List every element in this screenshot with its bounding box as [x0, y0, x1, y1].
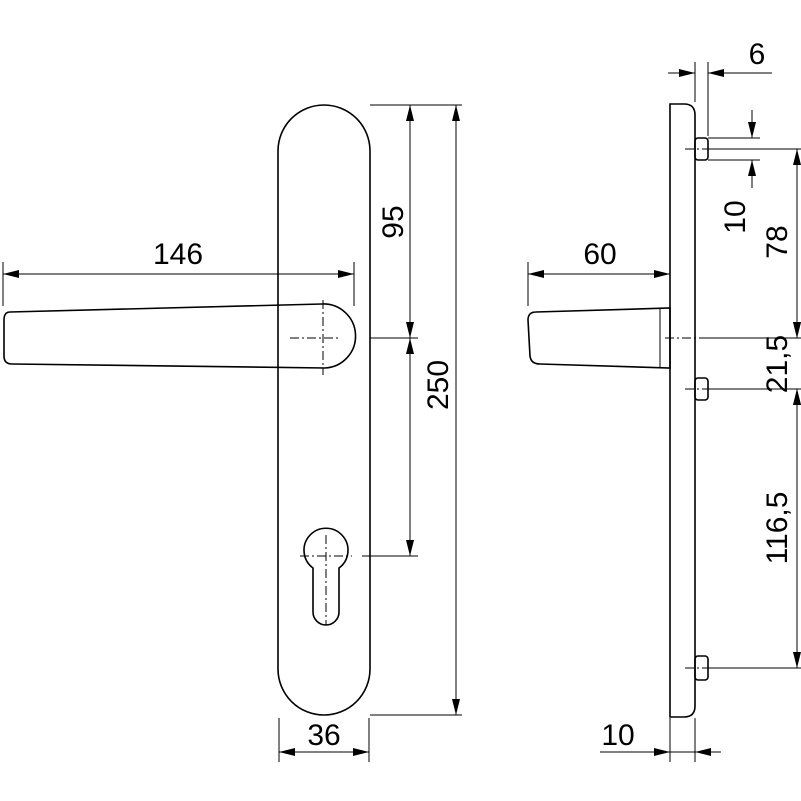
dim-text-top-screw-to-spindle: 78: [761, 225, 794, 258]
dim-text-plate-length: 250: [422, 360, 455, 410]
dim-text-plate-thickness: 10: [601, 719, 634, 752]
dim-text-plate-width: 36: [307, 719, 340, 752]
side-view: 60 10 6 10 78 21,5 116,5: [527, 38, 801, 762]
front-view: 146 36 95 250: [2, 104, 462, 762]
lever-side-profile: [527, 307, 671, 369]
dim-text-screw-offset: 6: [749, 38, 766, 71]
lever-handle: [3, 303, 357, 369]
back-plate: [277, 104, 371, 716]
dim-text-mid-to-bottom-screw: 116,5: [761, 492, 794, 565]
dim-text-top-to-spindle-value: 95: [377, 205, 410, 238]
dim-text-spindle-to-mid-screw: 21,5: [761, 335, 794, 393]
cylinder-keyhole: [303, 527, 349, 626]
dim-text-handle-length: 146: [153, 238, 203, 271]
dim-text-screw-small: 10: [719, 200, 752, 233]
plate-side-profile: [669, 103, 696, 718]
dim-text-handle-projection: 60: [583, 238, 616, 271]
